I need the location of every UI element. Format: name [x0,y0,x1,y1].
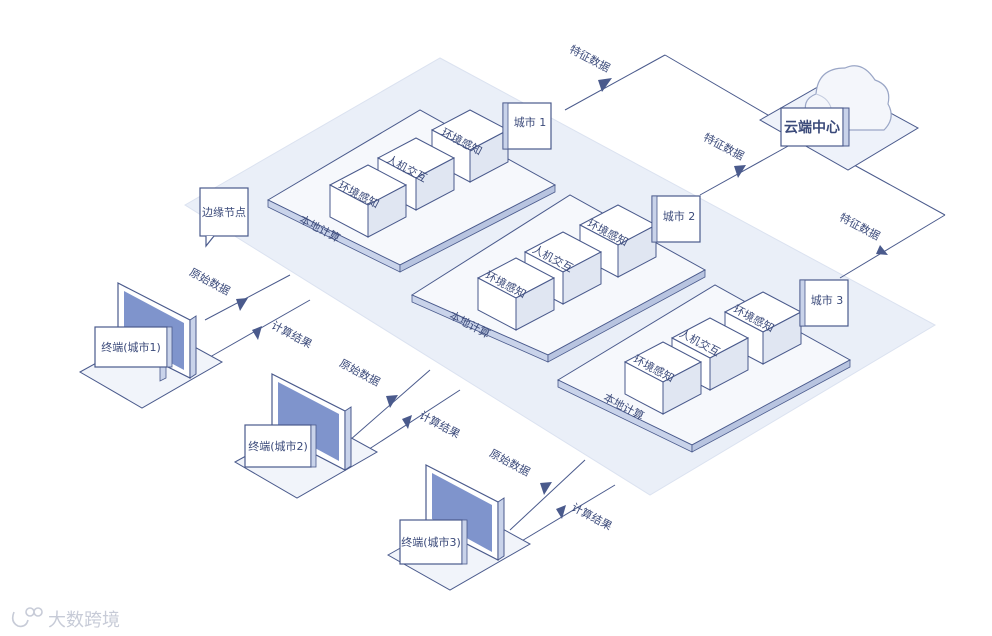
watermark-text: 大数跨境 [48,610,120,631]
feature-data-label-3: 特征数据 [837,210,882,243]
edge-node-label: 边缘节点 [202,206,246,219]
terminal-2: 终端(城市2) [233,373,379,499]
edge-node-tag: 边缘节点 [199,187,249,248]
city-2-tag-label: 城市 2 [663,209,696,223]
watermark-logo-icon [11,607,43,628]
result-label-1: 计算结果 [269,318,314,351]
feature-data-label-1: 特征数据 [567,42,612,75]
result-label-2: 计算结果 [417,408,462,441]
city-3-tag [799,279,849,327]
raw-data-label-2: 原始数据 [337,356,382,389]
raw-data-label-3: 原始数据 [487,446,532,479]
city-3-tag-label: 城市 3 [811,293,844,307]
terminal-1: 终端(城市1) [78,282,224,409]
feature-data-label-2: 特征数据 [701,130,746,163]
terminal-1-label: 终端(城市1) [101,340,161,354]
terminal-1-label-box [94,326,168,368]
terminal-3-label-box [399,519,463,565]
city-3-module-1: 环境感知 [723,291,803,365]
city-2-module-1: 环境感知 [578,204,658,278]
terminal-2-label: 终端(城市2) [248,439,308,453]
city-3-cluster: 本地计算 环境感知 人机交互 环境感知 城市 3 [556,279,852,453]
city-1-module-3: 环境感知 [328,164,408,238]
city-1-tag-label: 城市 1 [514,115,547,129]
raw-data-label-1: 原始数据 [187,265,232,298]
monitor-icon [271,373,352,471]
result-label-3: 计算结果 [569,500,614,533]
connection-lines [204,54,946,546]
watermark: 大数跨境 [11,607,120,631]
terminal-3: 终端(城市3) [386,464,532,591]
cloud-center: 云端中心 [758,65,920,171]
terminal-3-label: 终端(城市3) [401,535,461,549]
city-1-cluster: 本地计算 环境感知 人机交互 环境感知 城市 1 [266,102,557,273]
cloud-label: 云端中心 [784,119,840,136]
monitor-icon [425,464,505,561]
cloud-label-box [780,107,844,147]
city-2-module-3: 环境感知 [476,257,556,331]
flow-arrows [236,78,888,519]
city-3-module-3: 环境感知 [623,341,703,415]
